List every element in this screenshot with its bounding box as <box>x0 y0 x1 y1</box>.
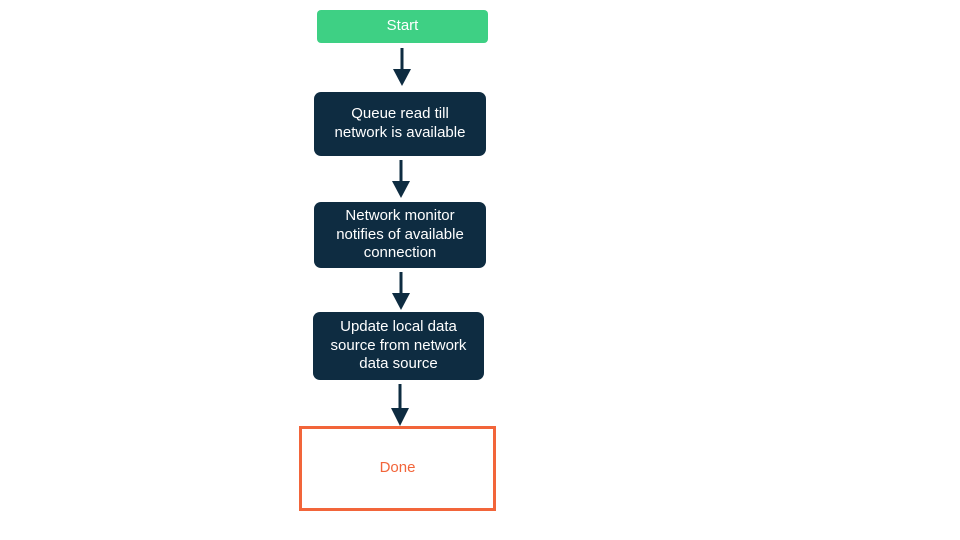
arrow-down-icon-edge-4 <box>391 384 409 426</box>
arrow-down-icon-edge-2 <box>392 160 410 198</box>
flow-node-queue-read-label: Queue read till network is available <box>334 105 466 141</box>
flow-node-update-local[interactable]: Update local data source from network da… <box>313 312 484 380</box>
flow-node-done[interactable]: Done <box>299 426 496 511</box>
flow-node-network-monitor-label: Network monitor notifies of available co… <box>336 206 464 262</box>
flow-node-queue-read[interactable]: Queue read till network is available <box>314 92 486 156</box>
flow-node-start[interactable]: Start <box>317 10 488 43</box>
flow-node-start-label: Start <box>386 17 419 35</box>
flow-node-done-label: Done <box>379 459 416 477</box>
flow-node-network-monitor[interactable]: Network monitor notifies of available co… <box>314 202 486 268</box>
flow-node-update-local-label: Update local data source from network da… <box>330 317 467 373</box>
arrow-down-icon-edge-1 <box>393 48 411 86</box>
arrow-down-icon-edge-3 <box>392 272 410 310</box>
